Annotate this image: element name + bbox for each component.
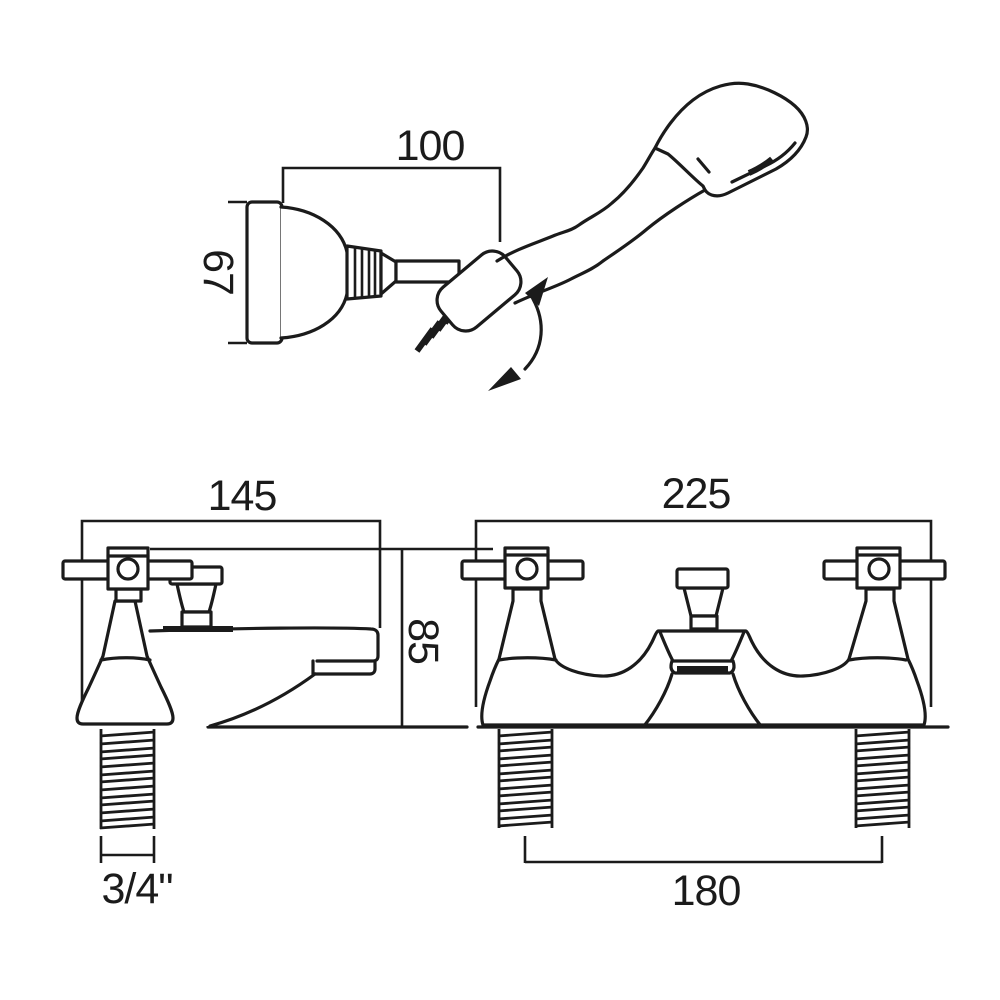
dim-225-label: 225	[662, 470, 731, 518]
dim-100-lines	[281, 166, 502, 242]
dim-145-lines	[80, 519, 382, 710]
head-handle-notch	[696, 157, 711, 174]
handset-grip-outer	[495, 146, 657, 263]
mixer-front-view: 225 180	[460, 470, 950, 915]
rotation-arrow-arc	[523, 297, 543, 371]
spout-outlet-front	[669, 659, 736, 675]
rotation-arrow-head-down	[488, 367, 521, 391]
bracket-dome	[279, 205, 350, 340]
threaded-tail-front-left	[497, 729, 554, 828]
dim-180-label: 180	[672, 867, 741, 915]
handle-cone-side	[75, 599, 175, 726]
cross-handle-front-left	[460, 546, 585, 590]
cross-handle-side	[61, 546, 194, 726]
dim-thread-label: 3/4"	[101, 865, 172, 913]
dim-180-lines	[523, 836, 884, 864]
threaded-tail-side	[99, 729, 156, 830]
spout-front-sides	[642, 672, 763, 728]
handle-hub-screw	[116, 557, 140, 581]
rotation-arrow-head-up	[525, 277, 548, 306]
cone-seam-front-left	[497, 656, 558, 662]
cross-handle-front-right	[822, 546, 947, 590]
bracket-collar-ribs	[353, 248, 377, 298]
spout-underside	[208, 672, 317, 728]
cone-seam-front-right	[847, 656, 908, 662]
handle-cone-seam	[99, 656, 152, 662]
spout-aerator	[311, 659, 377, 676]
mixer-side-view: 145 85 3/4"	[61, 472, 493, 913]
handset-bracket-view: 100 67	[194, 81, 809, 391]
dim-145-label: 145	[208, 472, 277, 520]
bracket-stem	[394, 259, 461, 284]
dim-85-label: 85	[399, 618, 447, 664]
spout-body-fill	[152, 630, 378, 726]
dim-thread-bracket	[99, 836, 156, 863]
shower-head	[653, 81, 809, 198]
handset-grip-inner	[513, 188, 707, 305]
diverter-front	[675, 567, 730, 631]
body-top-edge	[148, 626, 380, 663]
body-shadow-strip	[163, 626, 233, 632]
dim-225-lines	[474, 519, 933, 707]
handset-holder-cup	[435, 249, 523, 333]
dim-85-lines	[150, 547, 493, 727]
spray-face-detail	[747, 156, 774, 176]
handle-neck-side	[114, 587, 143, 603]
dim-67-ticks	[228, 200, 247, 345]
dim-100-label: 100	[396, 122, 465, 170]
threaded-tail-front-right	[854, 729, 911, 828]
hump-inner-lines	[658, 630, 746, 663]
bracket-cone	[379, 251, 398, 296]
wall-plate	[245, 200, 284, 345]
dim-67-label: 67	[194, 249, 242, 295]
